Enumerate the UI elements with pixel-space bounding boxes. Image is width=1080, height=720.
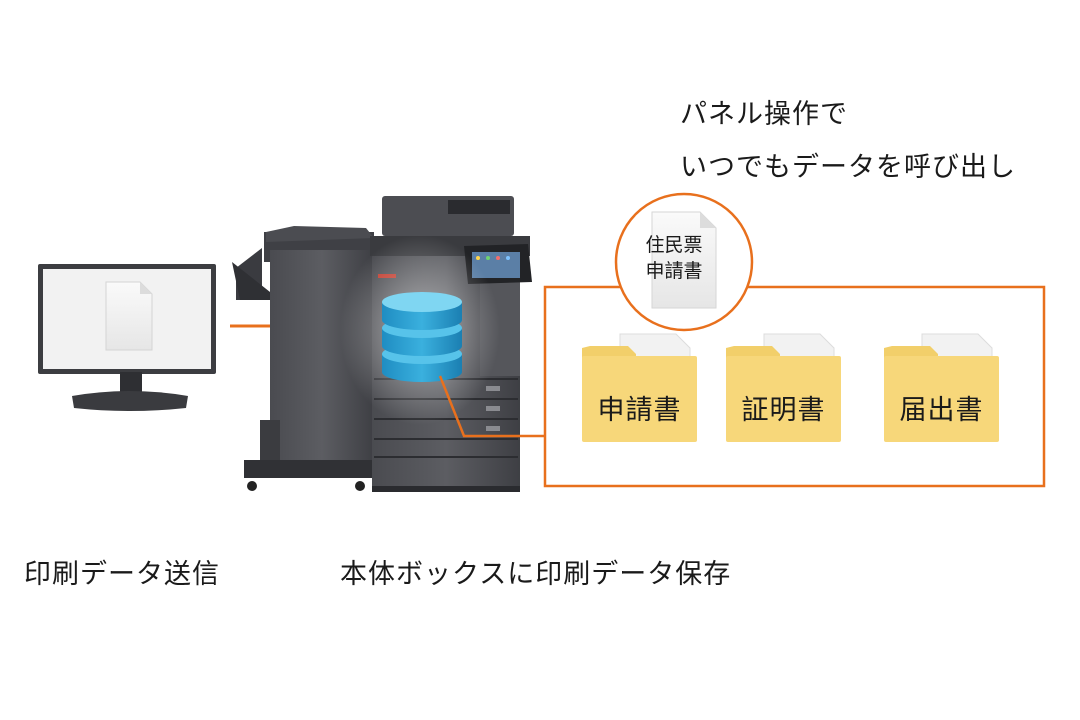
folder-2: 証明書 <box>726 356 841 442</box>
heading-line-1: パネル操作で <box>680 99 848 130</box>
heading-line-2: いつでもデータを呼び出し <box>680 152 1016 183</box>
folder-label: 証明書 <box>741 395 826 426</box>
folder-label: 申請書 <box>597 395 682 426</box>
database-icon <box>382 292 462 382</box>
storage-connector <box>438 375 544 438</box>
folder-icon <box>726 333 841 442</box>
document-icon <box>105 281 153 351</box>
caption-send: 印刷データ送信 <box>24 559 220 590</box>
bubble-document-icon <box>651 211 717 309</box>
caption-save: 本体ボックスに印刷データ保存 <box>340 559 732 590</box>
folder-icon <box>582 333 697 442</box>
folder-label: 届出書 <box>899 395 984 426</box>
folder-icon <box>884 333 999 442</box>
bubble-label-line-1: 住民票 <box>645 234 703 256</box>
folder-1: 申請書 <box>582 356 697 442</box>
printer-image <box>232 196 532 492</box>
storage-box <box>543 285 1046 488</box>
bubble-label: 住民票 申請書 <box>628 232 720 284</box>
folder-3: 届出書 <box>884 356 999 442</box>
bubble-label-line-2: 申請書 <box>645 260 703 282</box>
